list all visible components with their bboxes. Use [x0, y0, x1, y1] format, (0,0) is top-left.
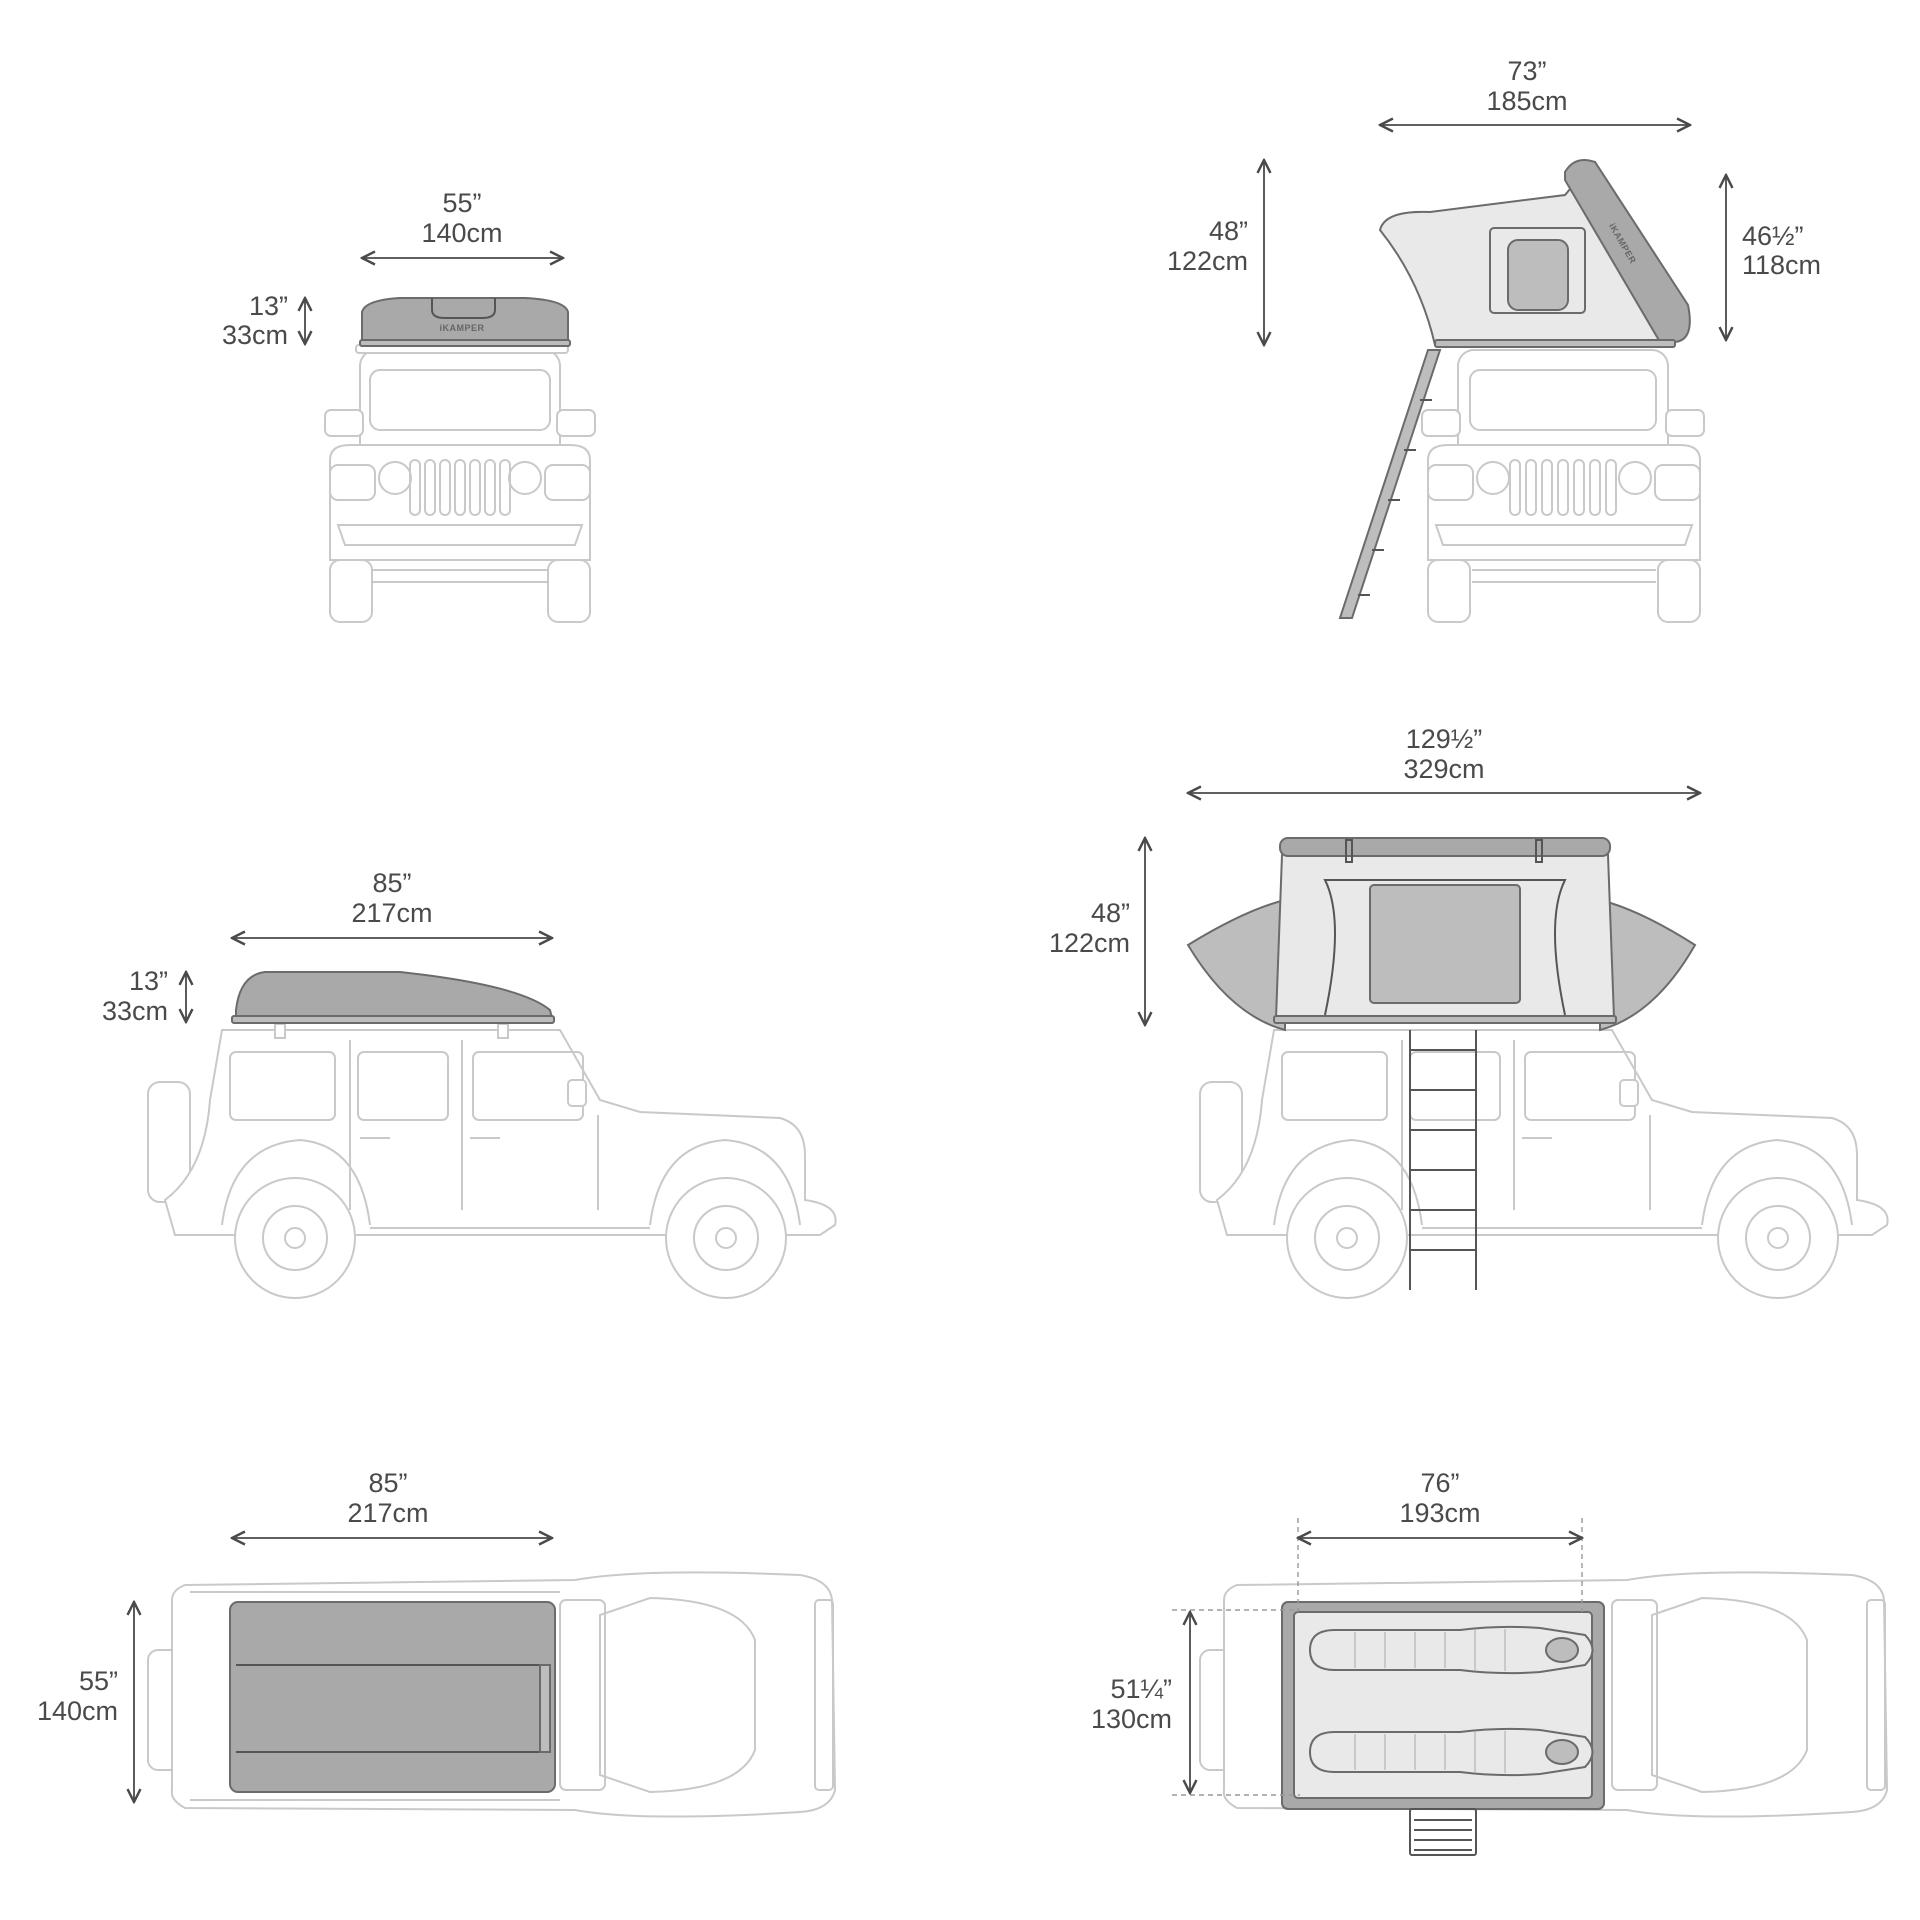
ladder-side: [1409, 1030, 1477, 1290]
height-inches-open-side: 48”: [1091, 898, 1130, 928]
tent-closed-top: [229, 1601, 556, 1793]
tent-open-front: iKAMPER: [1378, 159, 1691, 348]
roof-height-cm: 118cm: [1742, 250, 1821, 280]
top-view-closed: 85” 217cm 55” 140cm: [37, 1468, 837, 1818]
width-inches-open: 73”: [1507, 56, 1546, 86]
jeep-side-left: [147, 1023, 837, 1299]
length-cm-side: 217cm: [351, 898, 432, 928]
height-cm-open-side: 122cm: [1049, 928, 1130, 958]
brand-label: iKAMPER: [439, 323, 484, 333]
length-cm-top-open: 193cm: [1399, 1498, 1480, 1528]
length-inches-open: 129½”: [1406, 724, 1483, 754]
ladder-top: [1409, 1808, 1477, 1856]
total-height-inches: 48”: [1209, 216, 1248, 246]
height-cm: 33cm: [222, 320, 288, 350]
roof-height-inches: 46½”: [1742, 221, 1804, 251]
tent-open-top: [1281, 1601, 1605, 1810]
width-cm-open: 185cm: [1486, 86, 1567, 116]
width-cm-top: 140cm: [37, 1696, 118, 1726]
length-cm-open: 329cm: [1403, 754, 1484, 784]
side-view-open: 129½” 329cm 48” 122cm: [1049, 724, 1889, 1299]
jeep-front-left: [324, 344, 596, 623]
width-inches-top: 55”: [79, 1666, 118, 1696]
width-cm: 140cm: [421, 218, 502, 248]
front-view-open: iKAMPER 73” 185cm 48” 122cm 46½” 118cm: [1167, 56, 1821, 623]
total-height-cm: 122cm: [1167, 246, 1248, 276]
top-view-open: 76” 193cm 51¼” 130cm: [1091, 1468, 1889, 1856]
height-inches: 13”: [249, 291, 288, 321]
tent-open-side: [1186, 837, 1697, 1032]
width-inches-top-open: 51¼”: [1110, 1674, 1172, 1704]
side-view-closed: 85” 217cm 13” 33cm: [102, 868, 837, 1299]
width-cm-top-open: 130cm: [1091, 1704, 1172, 1734]
length-cm-top: 217cm: [347, 1498, 428, 1528]
tent-closed-side: [231, 971, 555, 1024]
length-inches-top-open: 76”: [1420, 1468, 1459, 1498]
tent-closed-front: iKAMPER: [359, 297, 571, 347]
jeep-front-right: [1421, 349, 1705, 623]
height-cm-side: 33cm: [102, 996, 168, 1026]
front-view-closed: iKAMPER 55” 140cm 13” 33cm: [222, 188, 596, 623]
jeep-side-right: [1199, 1029, 1889, 1299]
height-inches-side: 13”: [129, 966, 168, 996]
ladder-front: [1338, 349, 1442, 619]
length-inches-top: 85”: [368, 1468, 407, 1498]
width-inches: 55”: [442, 188, 481, 218]
length-inches-side: 85”: [372, 868, 411, 898]
